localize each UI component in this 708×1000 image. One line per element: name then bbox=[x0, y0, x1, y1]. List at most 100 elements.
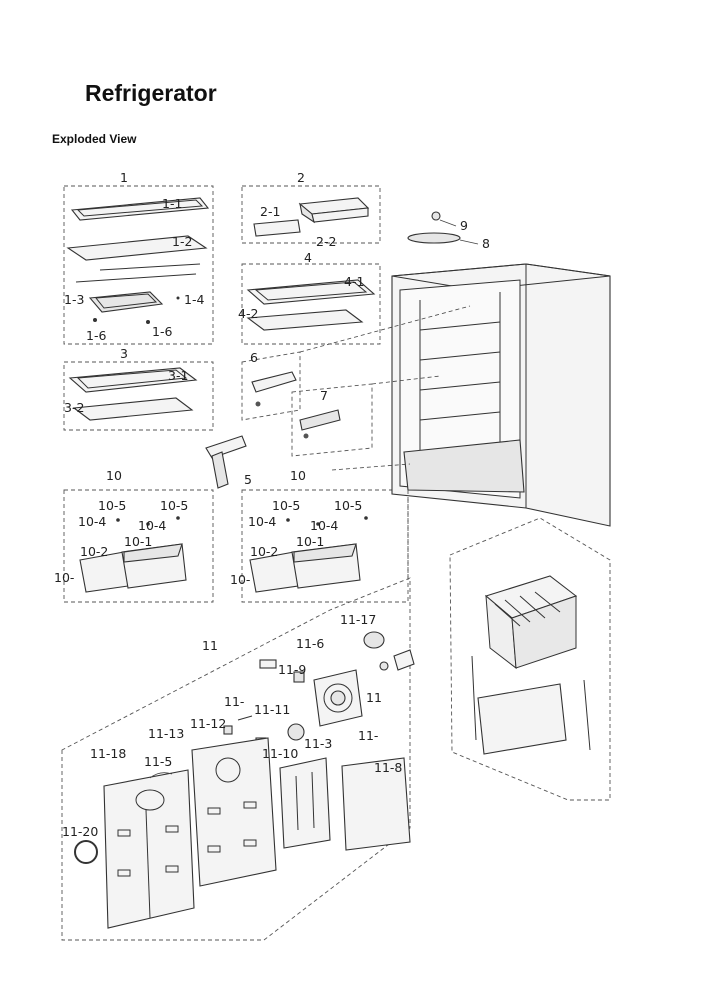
label-10-4-d: 10-4 bbox=[310, 518, 338, 533]
duct-11-3 bbox=[279, 757, 331, 849]
front-cover-11-18 bbox=[103, 769, 195, 929]
label-10-5-d: 10-5 bbox=[334, 498, 362, 513]
group-box-3 bbox=[63, 361, 214, 431]
label-7: 7 bbox=[320, 388, 328, 403]
label-11-8: 11-8 bbox=[374, 760, 402, 775]
label-11-9: 11-9 bbox=[278, 662, 306, 677]
label-10-4-c: 10-4 bbox=[248, 514, 276, 529]
label-11-17: 11-17 bbox=[340, 612, 376, 627]
insulation-11-8 bbox=[341, 757, 411, 851]
label-9: 9 bbox=[460, 218, 468, 233]
label-group-3: 3 bbox=[120, 346, 128, 361]
label-2-1: 2-1 bbox=[260, 204, 280, 219]
label-8: 8 bbox=[482, 236, 490, 251]
bracket-6 bbox=[251, 371, 297, 393]
label-1-3: 1-3 bbox=[64, 292, 84, 307]
label-11-20: 11-20 bbox=[62, 824, 98, 839]
group-box-11 bbox=[61, 577, 411, 941]
fan-blade-11-3 bbox=[287, 723, 305, 741]
wire-11-5 bbox=[149, 772, 173, 779]
control-box-7 bbox=[299, 409, 341, 431]
label-11-5: 11-5 bbox=[144, 754, 172, 769]
heater-11-11 bbox=[237, 715, 253, 721]
drawer-10-right bbox=[249, 516, 368, 593]
label-group-11: 11 bbox=[202, 638, 218, 653]
label-10-1-a: 10-1 bbox=[124, 534, 152, 549]
shelf-rail-1-4 bbox=[75, 273, 197, 283]
label-11-11: 11-11 bbox=[254, 702, 290, 717]
shelf-frame-1-1 bbox=[70, 197, 210, 221]
label-10-5-a: 10-5 bbox=[98, 498, 126, 513]
evaporator-assembly bbox=[471, 575, 591, 755]
drawer-10-left bbox=[79, 516, 187, 593]
label-11-3: 11-3 bbox=[304, 736, 332, 751]
damper-5 bbox=[205, 435, 247, 489]
drawer-cover-2-1 bbox=[253, 219, 301, 237]
label-11-18: 11-18 bbox=[90, 746, 126, 761]
page-title: Refrigerator bbox=[85, 80, 217, 106]
ring-11-20 bbox=[74, 840, 98, 864]
leader-cabinet-c bbox=[331, 463, 411, 471]
shelf-glass-3-2 bbox=[72, 397, 194, 421]
fan-motor-11-17 bbox=[363, 631, 415, 671]
leader-9 bbox=[439, 219, 457, 227]
shelf-glass-4-2 bbox=[246, 309, 364, 331]
rear-cover-11-13 bbox=[191, 737, 277, 887]
label-1-1: 1-1 bbox=[162, 196, 182, 211]
label-11-6: 11-6 bbox=[296, 636, 324, 651]
leader-cabinet-b bbox=[371, 375, 441, 385]
group-box-10-right bbox=[241, 489, 409, 603]
label-group-10-right: 10 bbox=[290, 468, 306, 483]
shelf-frame-4-1 bbox=[246, 279, 376, 305]
label-10-4-b: 10-4 bbox=[138, 518, 166, 533]
lamp-cover-8 bbox=[407, 232, 461, 244]
shelf-frame-3-1 bbox=[68, 367, 198, 393]
label-4-1: 4-1 bbox=[344, 274, 364, 289]
label-2-2: 2-2 bbox=[316, 234, 336, 249]
screw-1-6b bbox=[146, 320, 150, 324]
label-6: 6 bbox=[250, 350, 258, 365]
refrigerator-cabinet bbox=[391, 263, 611, 527]
damper-11-6 bbox=[259, 659, 277, 669]
screw-6 bbox=[255, 401, 261, 407]
label-10-1-b: 10-1 bbox=[296, 534, 324, 549]
label-10-3-b: 10- bbox=[230, 572, 250, 587]
group-box-7 bbox=[291, 383, 373, 457]
shelf-tray-1-3 bbox=[88, 291, 164, 313]
group-box-10-left bbox=[63, 489, 214, 603]
label-group-2: 2 bbox=[297, 170, 305, 185]
label-5: 5 bbox=[244, 472, 252, 487]
shelf-rail-1-5 bbox=[99, 263, 201, 271]
group-box-1 bbox=[63, 185, 214, 345]
lamp-9 bbox=[431, 211, 441, 221]
label-11-partial-a: 11- bbox=[224, 694, 244, 709]
sensor-11-9 bbox=[293, 671, 305, 683]
label-3-1: 3-1 bbox=[168, 368, 188, 383]
leader-8 bbox=[459, 239, 479, 245]
label-1-6-a: 1-6 bbox=[86, 328, 106, 343]
shelf-frame-4-1-inner bbox=[254, 281, 368, 301]
label-4-2: 4-2 bbox=[238, 306, 258, 321]
drawer-2 bbox=[298, 197, 370, 224]
label-group-4: 4 bbox=[304, 250, 312, 265]
leader-cabinet-a bbox=[299, 305, 471, 353]
label-10-2-b: 10-2 bbox=[250, 544, 278, 559]
clip-11-12 bbox=[223, 725, 233, 735]
shelf-glass-1-2 bbox=[66, 235, 208, 261]
shelf-frame-3-1-inner bbox=[76, 369, 188, 389]
label-10-5-c: 10-5 bbox=[272, 498, 300, 513]
screw-7 bbox=[303, 433, 309, 439]
label-3-2: 3-2 bbox=[64, 400, 84, 415]
label-group-1: 1 bbox=[120, 170, 128, 185]
label-1-4: 1-4 bbox=[184, 292, 204, 307]
label-11-12: 11-12 bbox=[190, 716, 226, 731]
section-subtitle: Exploded View bbox=[52, 132, 137, 146]
label-10-3-a: 10- bbox=[54, 570, 74, 585]
label-1-2: 1-2 bbox=[172, 234, 192, 249]
label-10-5-b: 10-5 bbox=[160, 498, 188, 513]
screw-1-6a bbox=[93, 318, 97, 322]
label-11: 11 bbox=[366, 690, 382, 705]
group-box-4 bbox=[241, 263, 381, 345]
label-11-partial-b: 11- bbox=[358, 728, 378, 743]
